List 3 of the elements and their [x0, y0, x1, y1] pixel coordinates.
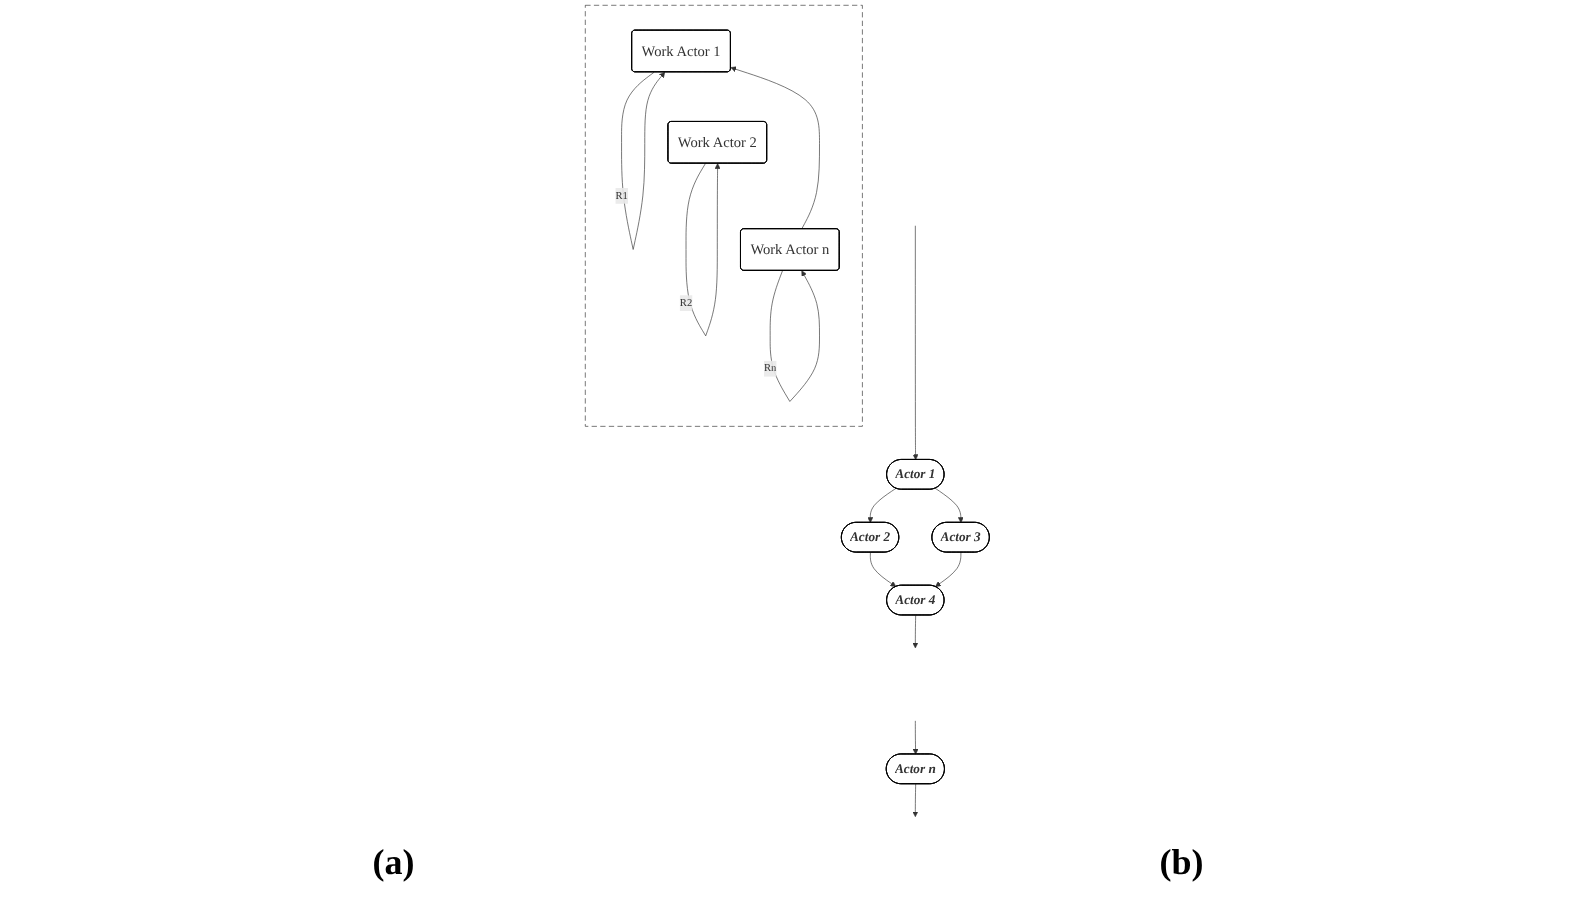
panel-label: (b) — [1159, 842, 1204, 886]
panel-label: (a) — [372, 842, 415, 886]
cluster — [585, 4, 864, 427]
